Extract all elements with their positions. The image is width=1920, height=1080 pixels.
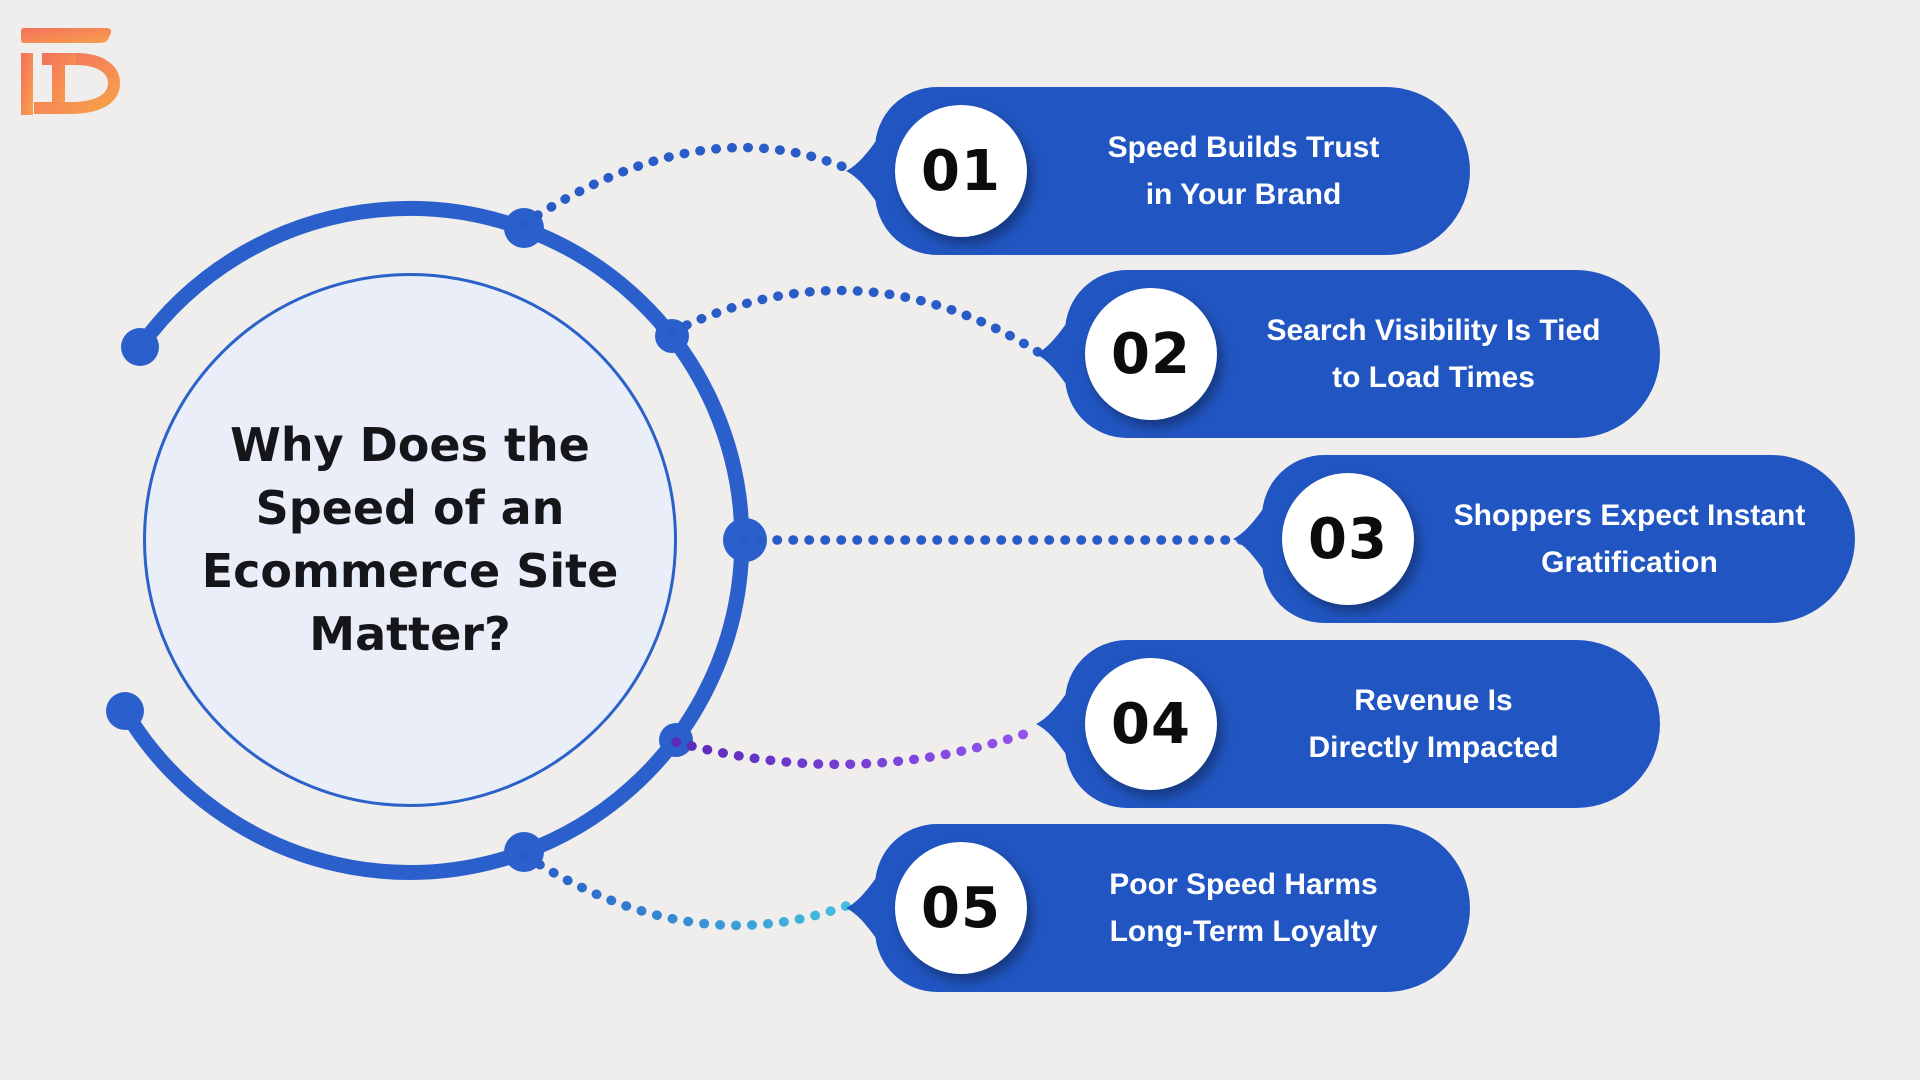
item-pill-4: 04 Revenue Is Directly Impacted	[1036, 640, 1660, 808]
item-number: 01	[921, 138, 1001, 204]
item-number-badge: 02	[1085, 288, 1217, 420]
item-text-line: Gratification	[1541, 546, 1718, 579]
item-number-badge: 03	[1282, 473, 1414, 605]
item-text-line: Search Visibility Is Tied	[1266, 314, 1601, 347]
central-question-circle: Why Does the Speed of an Ecommerce Site …	[143, 273, 677, 807]
item-number-badge: 04	[1085, 658, 1217, 790]
item-pill-2: 02 Search Visibility Is Tied to Load Tim…	[1036, 270, 1660, 438]
item-number: 05	[921, 875, 1001, 941]
pill-tail-pointer	[846, 872, 880, 944]
pill-tail-pointer	[846, 135, 880, 207]
title-line: Speed of an	[255, 481, 565, 535]
item-text: Shoppers Expect Instant Gratification	[1430, 455, 1829, 623]
item-number-badge: 01	[895, 105, 1027, 237]
item-number-badge: 05	[895, 842, 1027, 974]
item-text-line: Long-Term Loyalty	[1109, 915, 1378, 948]
title-line: Why Does the	[230, 418, 590, 472]
item-text-line: Poor Speed Harms	[1109, 868, 1378, 901]
connector-line-2	[667, 285, 1043, 357]
item-text: Poor Speed Harms Long-Term Loyalty	[1043, 824, 1444, 992]
pill-tail-pointer	[1233, 503, 1267, 575]
item-text-line: Revenue Is	[1354, 684, 1513, 717]
item-text-line: to Load Times	[1332, 361, 1535, 394]
item-text-line: Directly Impacted	[1308, 731, 1559, 764]
item-number: 02	[1111, 321, 1191, 387]
item-pill-3: 03 Shoppers Expect Instant Gratification	[1233, 455, 1855, 623]
arc-end-dot-top	[121, 328, 159, 366]
connector-line-4	[671, 725, 1041, 770]
title-line: Ecommerce Site	[201, 544, 619, 598]
item-text-line: Speed Builds Trust	[1107, 131, 1380, 164]
connector-line-5	[521, 851, 851, 931]
brand-logo-icon	[21, 28, 120, 115]
connector-line-1	[519, 142, 851, 229]
item-text: Speed Builds Trust in Your Brand	[1043, 87, 1444, 255]
item-text: Search Visibility Is Tied to Load Times	[1233, 270, 1634, 438]
arc-end-dot-bottom	[106, 692, 144, 730]
item-number: 03	[1308, 506, 1388, 572]
title-line: Matter?	[309, 607, 511, 661]
item-pill-1: 01 Speed Builds Trust in Your Brand	[846, 87, 1470, 255]
pill-tail-pointer	[1036, 688, 1070, 760]
pill-tail-pointer	[1036, 318, 1070, 390]
item-text: Revenue Is Directly Impacted	[1233, 640, 1634, 808]
item-text-line: Shoppers Expect Instant	[1453, 499, 1806, 532]
page-title: Why Does the Speed of an Ecommerce Site …	[202, 414, 619, 666]
item-text-line: in Your Brand	[1145, 178, 1342, 211]
item-number: 04	[1111, 691, 1191, 757]
item-pill-5: 05 Poor Speed Harms Long-Term Loyalty	[846, 824, 1470, 992]
